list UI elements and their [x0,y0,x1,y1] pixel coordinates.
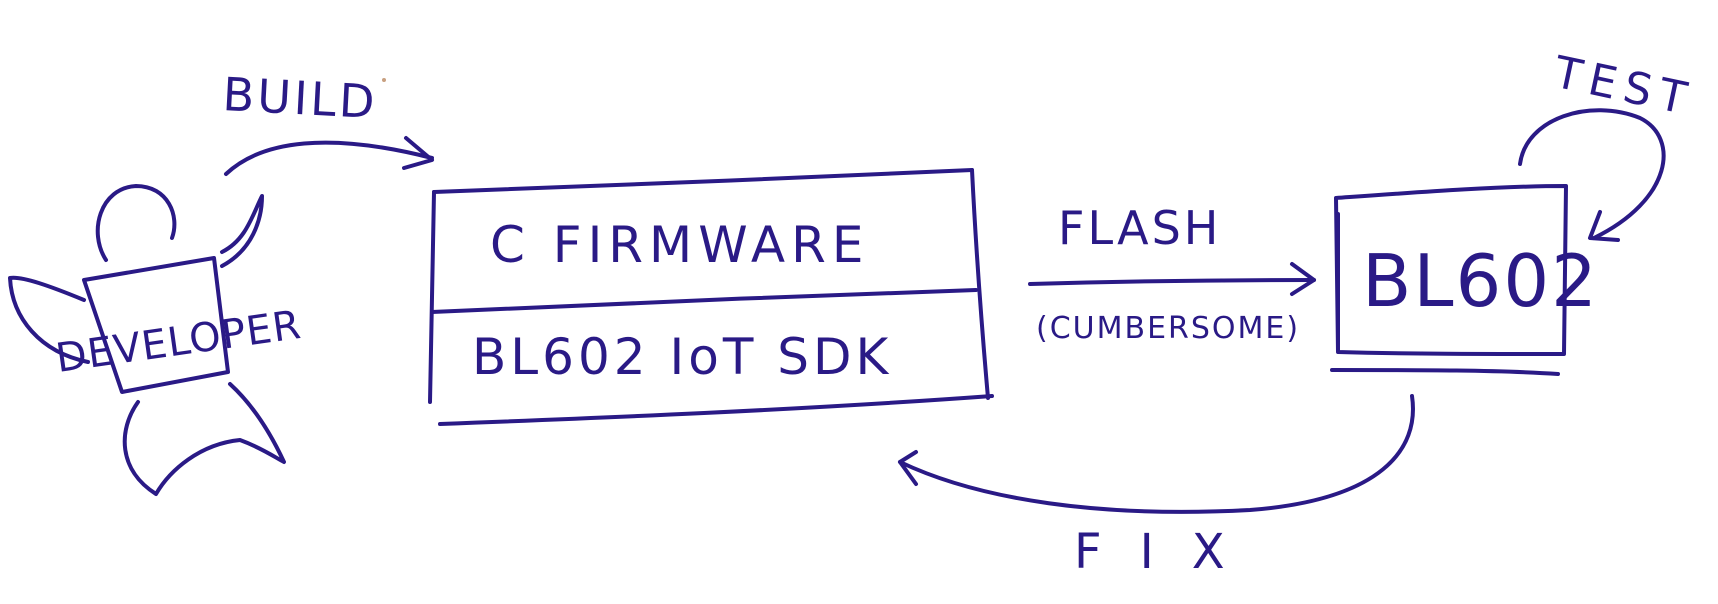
build-arrow: BUILD [221,67,434,176]
cumbersome-label: (CUMBERSOME) [1036,311,1300,346]
developer-label: DEVELOPER [53,302,304,382]
flash-arrow-line [1028,278,1316,286]
developer-figure: DEVELOPER [8,184,304,496]
developer-legs [122,382,286,496]
device-label: BL602 [1362,239,1599,323]
stack-bottom-edge [438,394,994,426]
fix-label: FIX [1074,524,1263,580]
device-box-outline [1334,184,1568,356]
flash-arrow: FLASH (CUMBERSOME) [1028,201,1316,346]
build-arrow-head [402,136,434,170]
firmware-sdk-stack: C FIRMWARE BL602 IoT SDK [428,168,994,426]
firmware-layer-label: C FIRMWARE [490,216,869,274]
build-label: BUILD [221,67,378,129]
developer-left-arm [8,275,90,364]
stack-left-edge [428,190,436,404]
developer-head [95,184,177,262]
build-arrow-line [224,140,434,176]
sdk-layer-label: BL602 IoT SDK [472,328,892,386]
stack-right-edge [970,168,990,400]
test-loop-arrow: TEST [1518,47,1699,242]
ink-dot [382,78,386,82]
stack-top-edge [432,168,974,194]
flash-label: FLASH [1058,201,1221,255]
device-box-underline [1330,368,1560,376]
fix-arrow-head [898,450,918,486]
fix-arrow-line [898,394,1415,514]
developer-right-arm [220,194,264,268]
test-loop-line [1518,108,1666,240]
bl602-device-box: BL602 [1330,184,1599,376]
stack-divider [430,288,978,314]
fix-arrow: FIX [898,394,1415,580]
test-loop-head [1588,210,1620,242]
flash-arrow-head [1290,262,1316,296]
developer-body [82,256,230,394]
